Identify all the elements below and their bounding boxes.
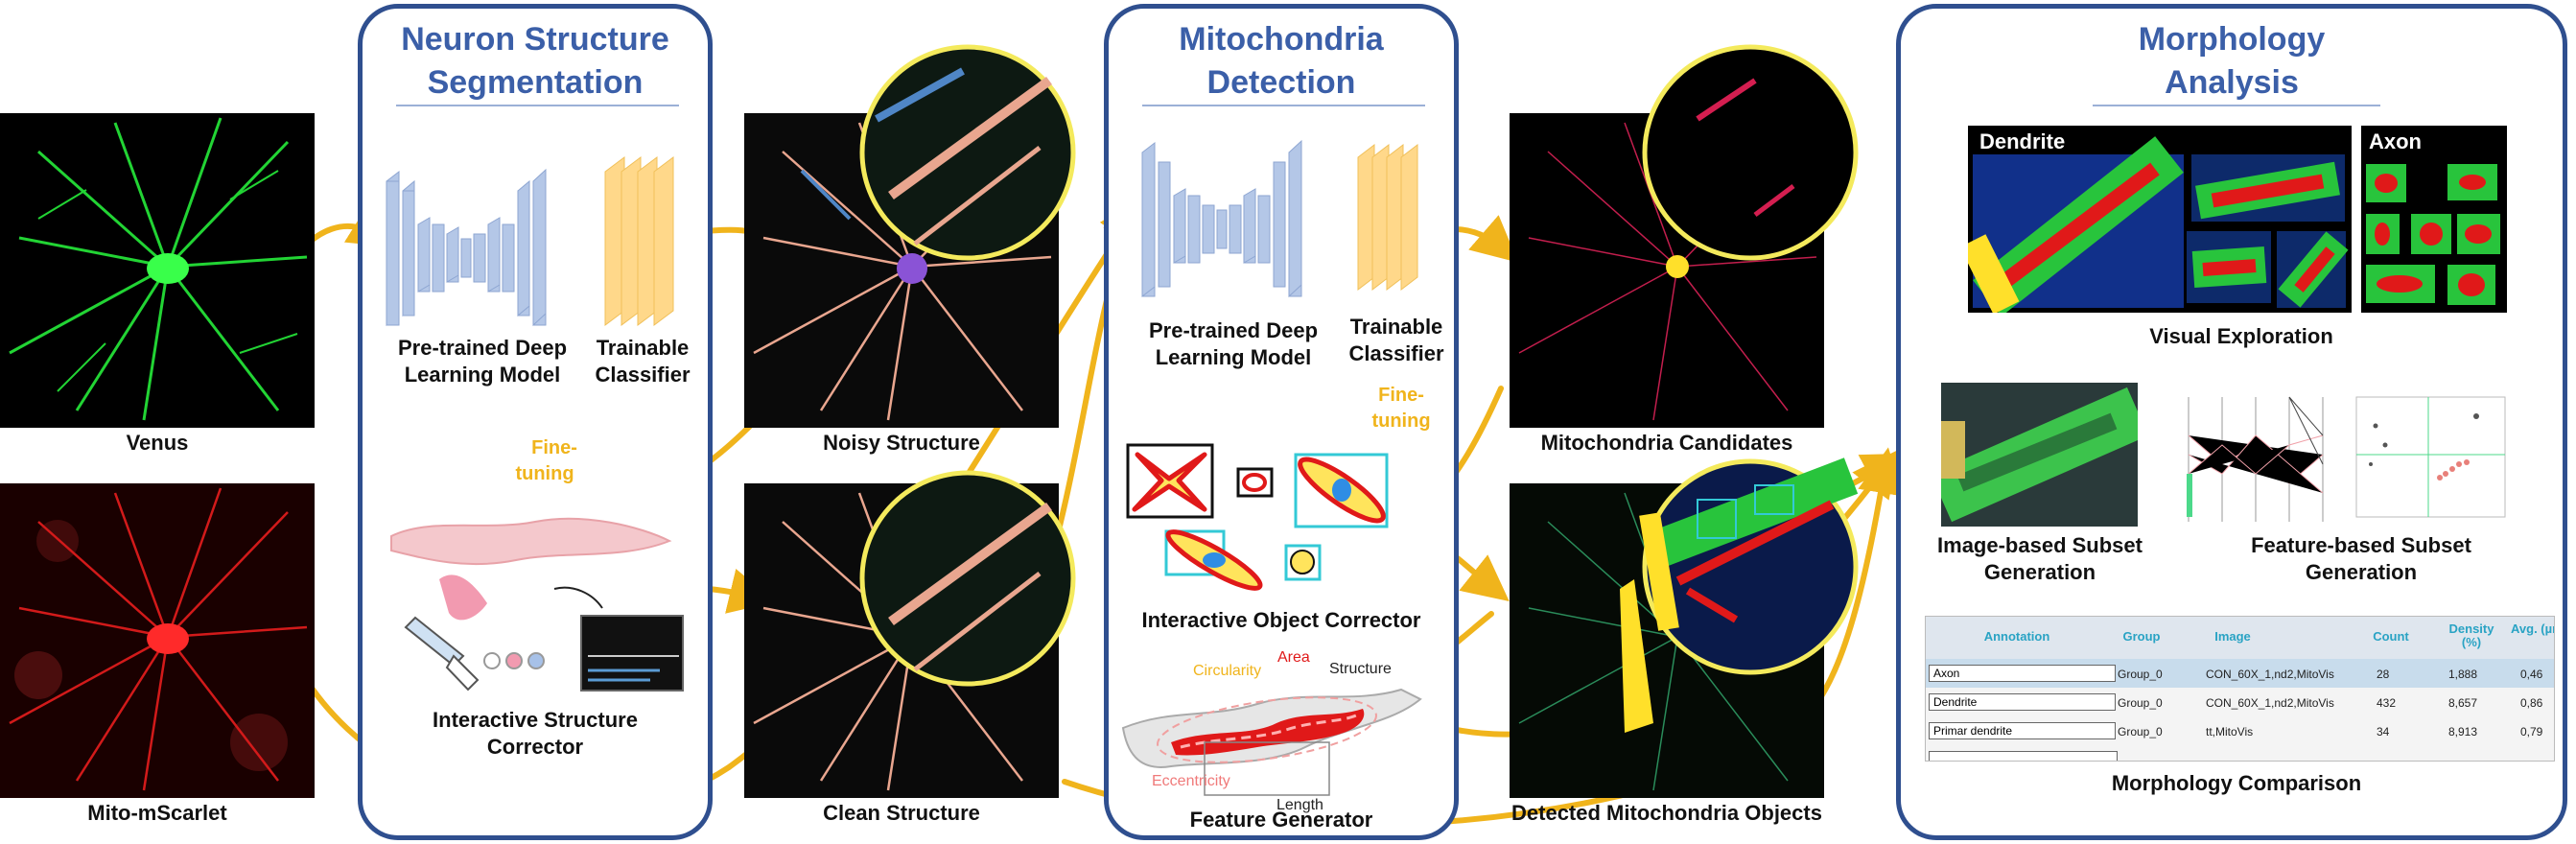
cell-avg: 0,86 xyxy=(2520,696,2543,710)
annotation-input[interactable]: Dendrite xyxy=(1929,693,2116,711)
axon-exploration: Axon xyxy=(2361,126,2507,313)
mito-classifier-label-line1: Trainable xyxy=(1349,315,1443,339)
table-header-row xyxy=(1926,617,2554,659)
cell-density: 8,657 xyxy=(2448,696,2478,710)
feature-generator-label: Feature Generator xyxy=(1189,808,1373,832)
annotation-input[interactable]: Primar dendrite xyxy=(1929,722,2116,739)
mito-mscarlet-label: Mito-mScarlet xyxy=(87,801,227,825)
object-corrector-label: Interactive Object Corrector xyxy=(1141,608,1421,632)
cell-group: Group_0 xyxy=(2118,725,2163,738)
neuron-panel-title-line2: Segmentation xyxy=(427,64,644,101)
feature-subset-label-line1: Feature-based Subset xyxy=(2251,533,2471,557)
cell-avg: 0,46 xyxy=(2520,668,2543,681)
neuron-title-divider xyxy=(396,105,679,106)
neuron-finetune-label-line2: tuning xyxy=(515,463,574,484)
mitochondria-detection-panel: Mitochondria Detection Pre-trained Deep … xyxy=(1104,4,1459,840)
feature-subset-preview xyxy=(2169,378,2515,527)
axon-label: Axon xyxy=(2369,129,2422,153)
mito-mscarlet-image xyxy=(0,483,315,798)
feature-eccentricity: Eccentricity xyxy=(1152,773,1230,789)
morph-panel-title-line1: Morphology xyxy=(2138,21,2326,58)
image-subset-label-line1: Image-based Subset xyxy=(1937,533,2143,557)
morphology-table: Annotation Group Image Count Density (%)… xyxy=(1925,616,2555,762)
pretrained-model-icon xyxy=(386,168,547,327)
cell-image: CON_60X_1,nd2,MitoVis xyxy=(2206,696,2334,710)
cell-group: Group_0 xyxy=(2118,696,2163,710)
neuron-classifier-label-line2: Classifier xyxy=(595,363,691,387)
image-subset-label-line2: Generation xyxy=(1983,560,2096,584)
neuron-segmentation-panel: Neuron Structure Segmentation Pre-traine… xyxy=(358,4,713,840)
cell-image: tt,MitoVis xyxy=(2206,725,2254,738)
feature-subset-label-line2: Generation xyxy=(2305,560,2418,584)
structure-corrector-label-line2: Corrector xyxy=(486,735,584,759)
feature-structure: Structure xyxy=(1329,661,1392,677)
cell-count: 34 xyxy=(2377,725,2390,738)
morphology-analysis-panel: Morphology Analysis Dendrite xyxy=(1896,4,2567,840)
cell-density: 8,913 xyxy=(2448,725,2478,738)
image-subset-preview xyxy=(1941,383,2138,527)
feature-circularity: Circularity xyxy=(1193,663,1262,679)
mito-finetune-label-line2: tuning xyxy=(1371,410,1431,432)
mito-pretrained-model-icon xyxy=(1141,139,1302,298)
morph-title-divider xyxy=(2093,105,2380,106)
cell-image: CON_60X_1,nd2,MitoVis xyxy=(2206,668,2334,681)
mito-candidates-zoom xyxy=(1642,44,1859,261)
neuron-classifier-label-line1: Trainable xyxy=(596,336,690,360)
visual-exploration-label: Visual Exploration xyxy=(2149,324,2333,348)
annotation-input[interactable]: Axon xyxy=(1929,665,2116,682)
cell-density: 1,888 xyxy=(2448,668,2478,681)
dendrite-label: Dendrite xyxy=(1979,129,2066,153)
trainable-classifier-icon xyxy=(604,156,674,326)
cell-group: Group_0 xyxy=(2118,668,2163,681)
mito-title-divider xyxy=(1142,105,1425,106)
venus-image xyxy=(0,113,315,428)
th-count: Count xyxy=(2373,629,2409,644)
th-density: Density (%) xyxy=(2448,621,2494,649)
clean-structure-zoom xyxy=(859,470,1076,687)
table-row-partial xyxy=(1929,751,2118,761)
th-avg: Avg. (µm xyxy=(2511,621,2554,636)
mito-candidates-label: Mitochondria Candidates xyxy=(1540,431,1793,455)
dendrite-exploration: Dendrite xyxy=(1968,126,2352,313)
venus-label: Venus xyxy=(126,431,189,455)
mito-panel-title-line1: Mitochondria xyxy=(1179,21,1384,58)
mito-panel-title-line2: Detection xyxy=(1206,64,1356,101)
neuron-model-label-line1: Pre-trained Deep xyxy=(397,336,568,360)
th-image: Image xyxy=(2214,629,2251,644)
th-group: Group xyxy=(2122,629,2161,644)
morphology-comparison-label: Morphology Comparison xyxy=(2111,771,2362,795)
noisy-structure-zoom xyxy=(859,44,1076,261)
noisy-structure-label: Noisy Structure xyxy=(823,431,980,455)
structure-corrector-label-line1: Interactive Structure xyxy=(433,708,638,732)
th-annotation: Annotation xyxy=(1983,629,2050,644)
neuron-model-label-line2: Learning Model xyxy=(404,363,561,387)
mito-trainable-classifier-icon xyxy=(1357,143,1418,292)
detected-mito-zoom xyxy=(1639,457,1859,675)
object-corrector-illustration xyxy=(1126,443,1389,591)
feature-length: Length xyxy=(1276,797,1323,813)
feature-area: Area xyxy=(1277,649,1310,666)
cell-count: 28 xyxy=(2377,668,2390,681)
neuron-panel-title-line1: Neuron Structure xyxy=(401,21,669,58)
morph-panel-title-line2: Analysis xyxy=(2165,64,2299,101)
cell-count: 432 xyxy=(2377,696,2397,710)
neuron-finetune-label-line1: Fine- xyxy=(531,437,577,458)
mito-finetune-label-line1: Fine- xyxy=(1378,385,1424,406)
mito-model-label-line2: Learning Model xyxy=(1155,345,1312,369)
feature-generator-illustration xyxy=(1121,688,1422,796)
detected-mito-label: Detected Mitochondria Objects xyxy=(1511,801,1822,825)
mito-classifier-label-line2: Classifier xyxy=(1348,341,1444,365)
clean-structure-label: Clean Structure xyxy=(823,801,980,825)
cell-avg: 0,79 xyxy=(2520,725,2543,738)
structure-corrector-illustration xyxy=(390,517,684,692)
mito-model-label-line1: Pre-trained Deep xyxy=(1148,318,1319,342)
